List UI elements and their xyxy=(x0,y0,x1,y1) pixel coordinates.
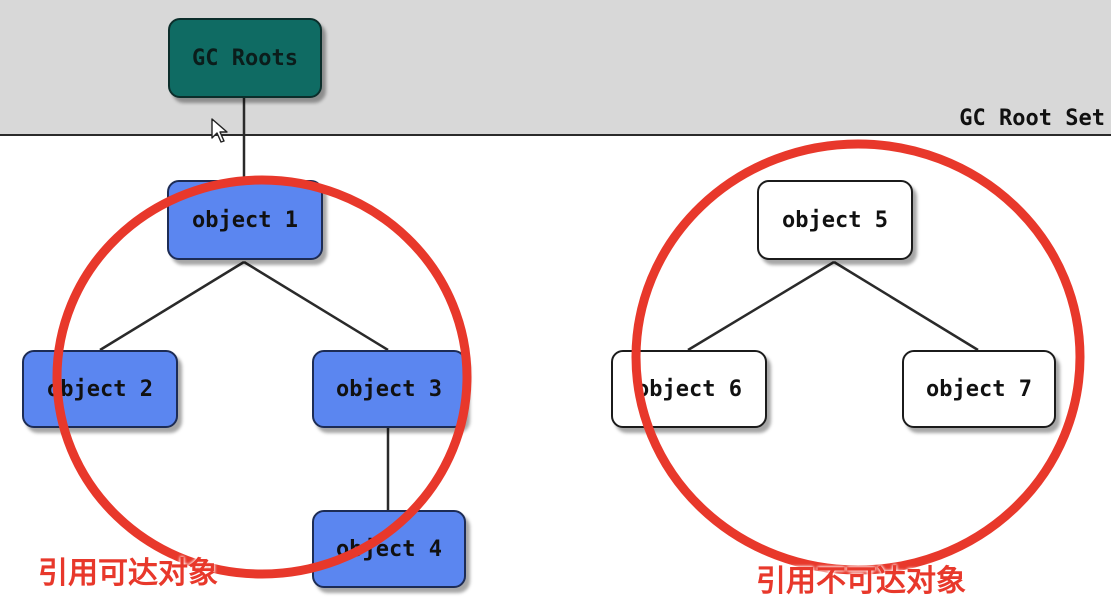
link-object1-object2 xyxy=(99,260,245,352)
reachable-annotation: 引用可达对象 xyxy=(38,556,218,591)
link-object5-object7 xyxy=(833,260,979,352)
link-object5-object6 xyxy=(687,260,835,352)
object-2-node: object 2 xyxy=(22,350,178,428)
gc-root-set-label: GC Root Set xyxy=(959,106,1105,131)
object-5-node: object 5 xyxy=(757,180,913,260)
gc-roots-node: GC Roots xyxy=(168,18,322,98)
unreachable-annotation: 引用不可达对象 xyxy=(756,564,966,599)
unreachable-highlight-circle xyxy=(631,139,1085,575)
link-object1-object3 xyxy=(243,260,389,352)
object-7-node: object 7 xyxy=(902,350,1056,428)
mouse-pointer-icon xyxy=(211,118,228,143)
reachable-highlight-circle xyxy=(52,175,472,579)
